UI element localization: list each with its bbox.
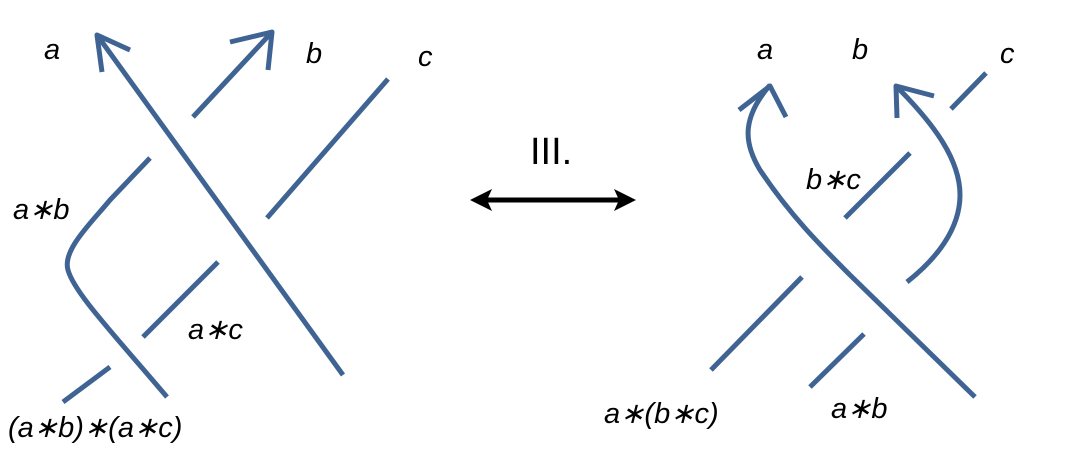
left-arrowhead-b-icon	[229, 29, 275, 71]
right-label-b: b	[852, 34, 869, 66]
left-label-b: b	[306, 38, 323, 70]
right-strand-c	[949, 71, 988, 111]
left-strand-b-upper	[191, 30, 274, 119]
left-label-a-star-c: a∗c	[188, 314, 243, 346]
left-arrowhead-a-icon	[94, 32, 132, 73]
right-strand-a-star-b-star-c	[709, 275, 804, 372]
right-strand-b	[894, 84, 963, 284]
left-strand-a	[94, 33, 346, 377]
right-label-bottom: a∗(b∗c)	[604, 398, 719, 430]
right-strand-b-star-c	[843, 151, 912, 220]
left-diagram	[61, 29, 390, 405]
right-label-a: a	[757, 34, 774, 66]
right-arrowhead-b-icon	[893, 83, 935, 119]
right-diagram	[709, 71, 988, 399]
left-label-a-star-b: a∗b	[13, 194, 70, 226]
left-strand-bottom	[61, 364, 112, 405]
left-strand-a-star-c	[141, 260, 220, 339]
move-label: III.	[530, 131, 573, 173]
right-label-c: c	[1000, 38, 1015, 70]
right-arrowhead-a-icon	[737, 83, 789, 119]
left-label-bottom: (a∗b)∗(a∗c)	[8, 412, 183, 444]
double-arrow-icon	[470, 189, 636, 211]
right-label-b-star-c: b∗c	[806, 164, 861, 196]
left-strand-a-star-b	[64, 156, 169, 399]
right-strand-a-star-b	[808, 332, 866, 389]
right-strand-main-over	[745, 83, 977, 399]
left-label-a: a	[44, 34, 61, 66]
left-label-c: c	[418, 41, 433, 73]
left-strand-c	[265, 77, 390, 220]
right-label-a-star-b: a∗b	[831, 393, 888, 425]
